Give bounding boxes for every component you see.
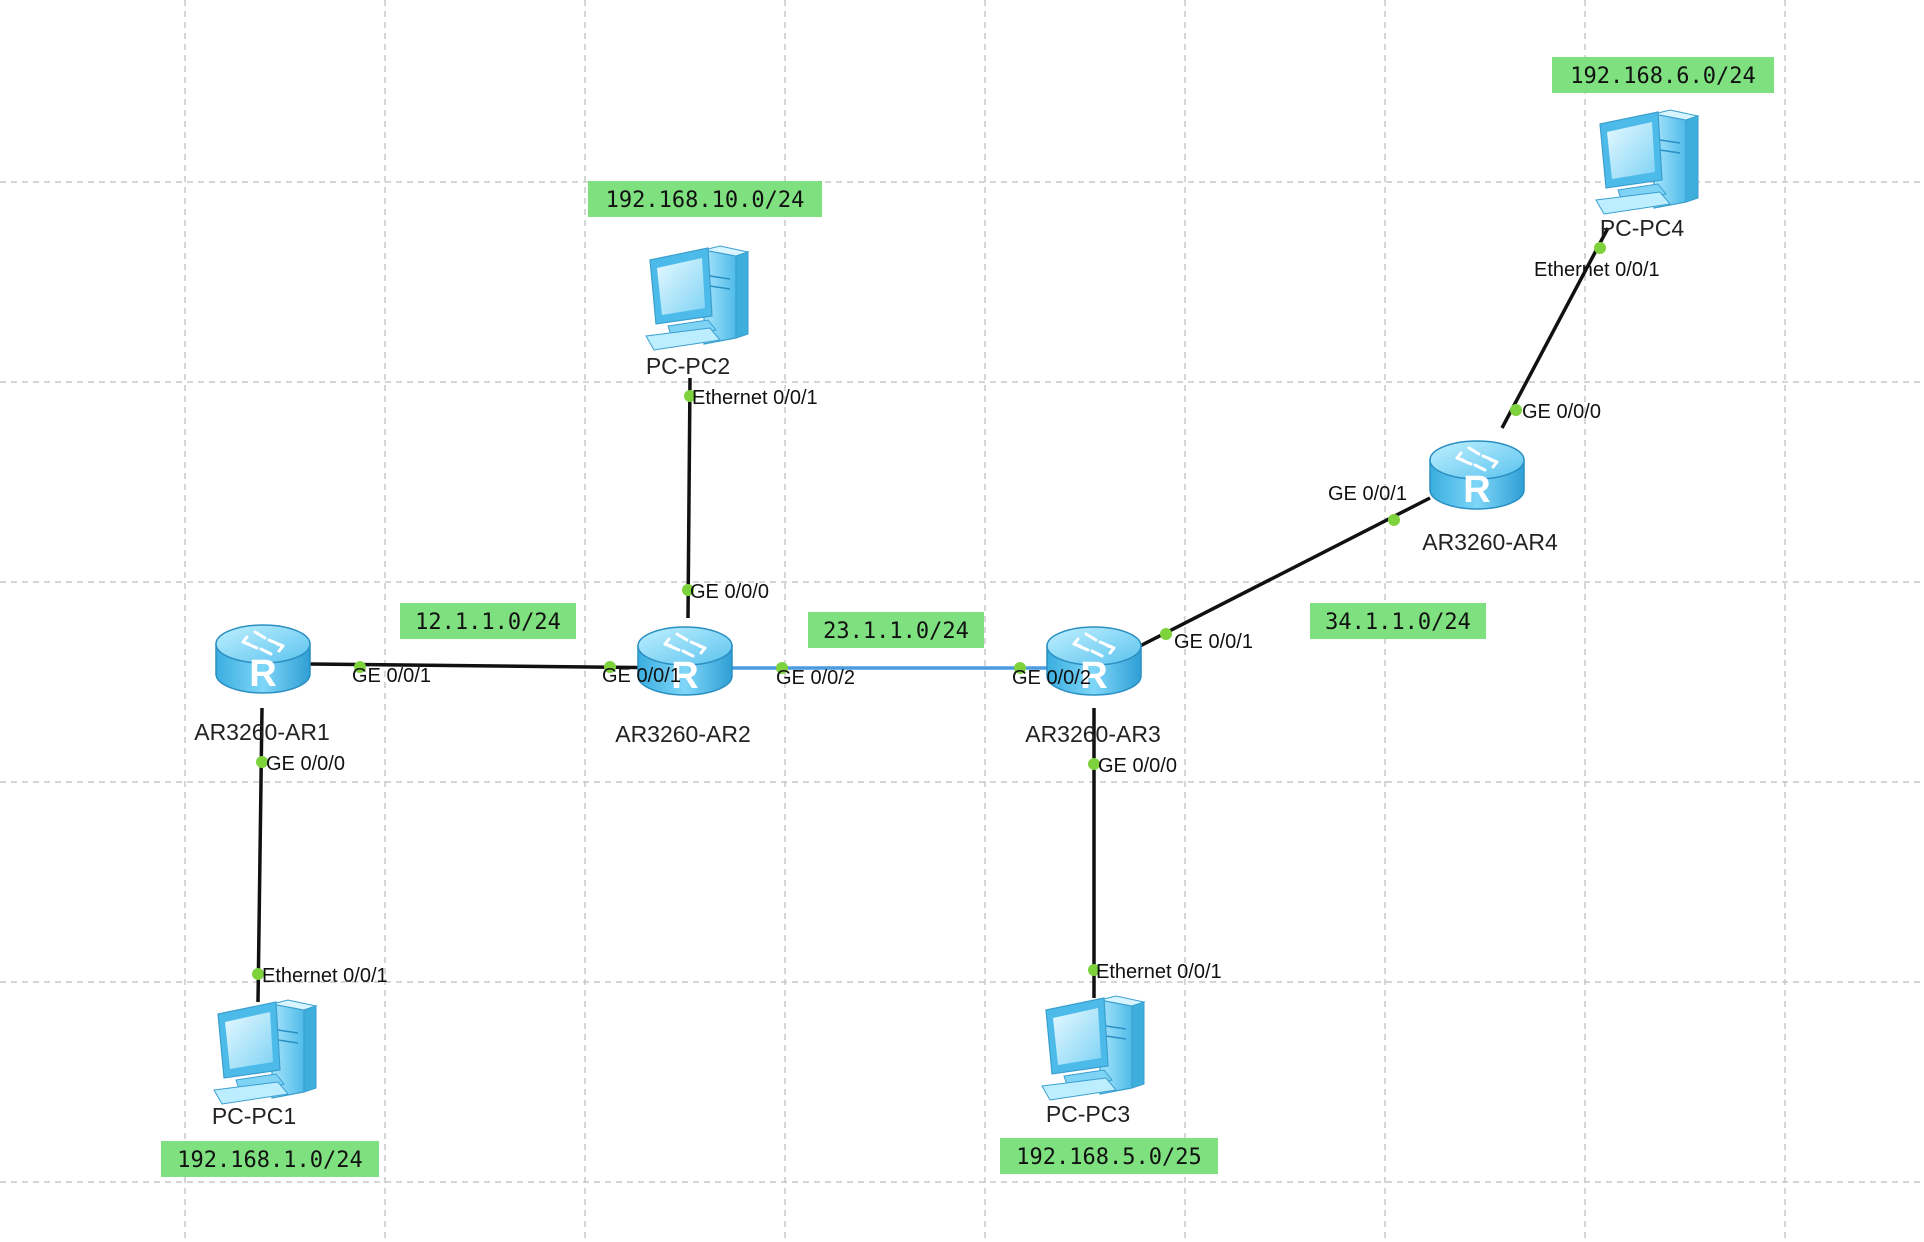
port-dot[interactable]	[354, 661, 366, 673]
device-name-pc2: PC-PC2	[646, 353, 730, 379]
subnet-tag-bg	[400, 603, 576, 639]
subnet-tag-pc2: 192.168.10.0/24	[606, 188, 805, 213]
port-label-ar1-ge000: GE 0/0/0	[266, 753, 345, 775]
link-ar2-pc2[interactable]	[686, 377, 692, 619]
port-label-ar2-ge001: GE 0/0/1	[602, 665, 681, 687]
device-name-ar1: AR3260-AR1	[194, 719, 330, 745]
port-dot[interactable]	[1088, 964, 1100, 976]
port-dot[interactable]	[256, 756, 268, 768]
link-ar1-ar2[interactable]	[309, 662, 689, 670]
port-dot[interactable]	[252, 968, 264, 980]
link-ar4-pc4[interactable]	[1500, 227, 1610, 429]
port-label-ar3-ge001: GE 0/0/1	[1174, 631, 1253, 653]
port-dot[interactable]	[776, 662, 788, 674]
port-label-pc3-eth001: Ethernet 0/0/1	[1096, 961, 1222, 983]
subnet-tag-bg	[1552, 57, 1774, 93]
port-label-ar3-ge002: GE 0/0/2	[1012, 667, 1091, 689]
router-icon[interactable]	[214, 623, 312, 697]
port-dot[interactable]	[1088, 758, 1100, 770]
subnet-tag-23: 23.1.1.0/24	[823, 619, 969, 644]
link-ar3-ar4[interactable]	[1139, 496, 1431, 648]
link-ar1-pc1[interactable]	[256, 707, 264, 1003]
subnet-tag-bg	[1310, 603, 1486, 639]
port-label-pc4-eth001: Ethernet 0/0/1	[1534, 259, 1660, 281]
pc-icon[interactable]	[1041, 995, 1145, 1101]
subnet-tag-bg	[588, 181, 822, 217]
port-label-pc2-eth001: Ethernet 0/0/1	[692, 387, 818, 409]
pc-icon[interactable]	[1595, 109, 1699, 215]
port-dot[interactable]	[1014, 662, 1026, 674]
pc-icon[interactable]	[213, 999, 317, 1105]
subnet-tag-bg	[161, 1141, 379, 1177]
port-dot[interactable]	[1594, 242, 1606, 254]
subnet-tag-34: 34.1.1.0/24	[1325, 610, 1471, 635]
router-icon[interactable]	[1428, 439, 1526, 513]
device-name-pc3: PC-PC3	[1046, 1101, 1130, 1127]
port-dot[interactable]	[682, 584, 694, 596]
port-label-ar3-ge000: GE 0/0/0	[1098, 755, 1177, 777]
pc-icon[interactable]	[645, 245, 749, 351]
port-label-ar4-ge001: GE 0/0/1	[1328, 483, 1407, 505]
subnet-tag-12: 12.1.1.0/24	[415, 610, 561, 635]
port-label-ar2-ge002: GE 0/0/2	[776, 667, 855, 689]
port-label-ar4-ge000: GE 0/0/0	[1522, 401, 1601, 423]
port-label-ar1-ge001: GE 0/0/1	[352, 665, 431, 687]
port-dot[interactable]	[1510, 404, 1522, 416]
port-dot[interactable]	[604, 661, 616, 673]
device-name-pc4: PC-PC4	[1600, 215, 1685, 241]
port-label-ar2-ge000: GE 0/0/0	[690, 581, 769, 603]
labels-layer: AR3260-AR1 AR3260-AR2 AR3260-AR3 AR3260-AR4…	[161, 57, 1774, 1177]
port-label-pc1-eth001: Ethernet 0/0/1	[262, 965, 388, 987]
subnet-tag-bg	[1000, 1138, 1218, 1174]
port-dot[interactable]	[1160, 628, 1172, 640]
subnet-tag-bg	[808, 612, 984, 648]
subnet-tag-pc1: 192.168.1.0/24	[177, 1148, 362, 1173]
subnet-tag-pc4: 192.168.6.0/24	[1570, 64, 1755, 89]
port-dot[interactable]	[1388, 514, 1400, 526]
device-name-ar4: AR3260-AR4	[1422, 529, 1558, 555]
subnet-tag-pc3: 192.168.5.0/25	[1016, 1145, 1201, 1170]
device-name-ar2: AR3260-AR2	[615, 721, 751, 747]
device-name-pc1: PC-PC1	[212, 1103, 296, 1129]
port-dot[interactable]	[684, 390, 696, 402]
device-name-ar3: AR3260-AR3	[1025, 721, 1161, 747]
